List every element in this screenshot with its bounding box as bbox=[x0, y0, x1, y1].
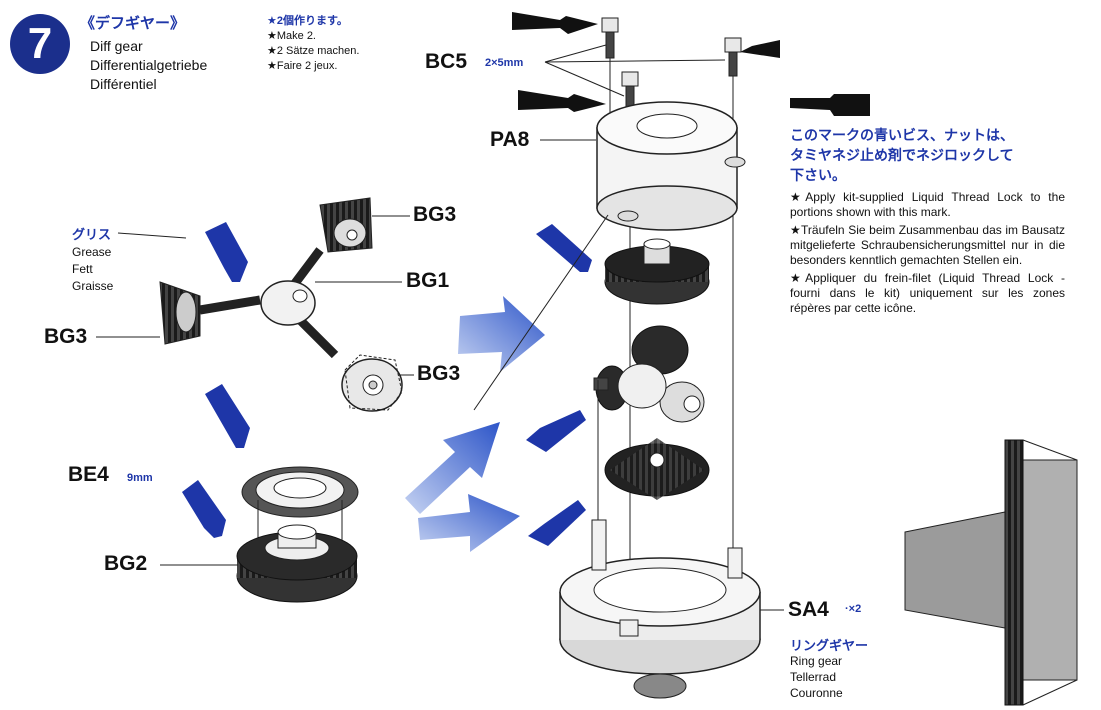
pa8-housing bbox=[596, 101, 746, 231]
thread-lock-instructions: ★Apply kit-supplied Liquid Thread Lock t… bbox=[790, 190, 1065, 319]
grease-label-translations: Grease Fett Graisse bbox=[72, 244, 113, 295]
part-qty-sa4: ·×2 bbox=[845, 603, 862, 615]
thread-lock-instruction-ja: このマークの青いビス、ナットは、 タミヤネジ止め剤でネジロックして 下さい。 bbox=[790, 125, 1090, 185]
part-label-bg1: BG1 bbox=[406, 269, 450, 292]
title-en: Diff gear bbox=[90, 38, 143, 54]
part-label-sa4: SA4 bbox=[788, 598, 829, 621]
part-label-bg2: BG2 bbox=[104, 552, 148, 575]
part-label-bg3-top: BG3 bbox=[413, 203, 457, 226]
thread-lock-note-de: ★Träufeln Sie beim Zusammenbau das im Ba… bbox=[790, 223, 1065, 267]
sa4-ring-gear-case bbox=[559, 519, 761, 699]
ring-gear-en: Ring gear bbox=[790, 654, 843, 668]
title-de: Differentialgetriebe bbox=[90, 57, 208, 73]
grease-fr: Graisse bbox=[72, 279, 114, 293]
bg3-top-gear bbox=[319, 197, 373, 253]
part-size-be4: 9mm bbox=[127, 472, 153, 484]
grease-label-ja: グリス bbox=[72, 227, 112, 242]
part-label-bg3-bottom: BG3 bbox=[417, 362, 461, 385]
cross-shaft-assembly bbox=[199, 247, 339, 359]
ring-gear-closeup bbox=[904, 439, 1078, 706]
thread-lock-ja-line: タミヤネジ止め剤でネジロックして bbox=[790, 147, 1014, 163]
make-note-ja: ★2個作ります。 bbox=[267, 15, 348, 27]
title-translations: Diff gear Differentialgetriebe Différent… bbox=[90, 37, 207, 94]
title-japanese: 《デフギヤー》 bbox=[80, 15, 186, 32]
make-note-en: ★Make 2. bbox=[267, 30, 316, 42]
ring-gear-de: Tellerrad bbox=[790, 670, 837, 684]
title-fr: Différentiel bbox=[90, 76, 157, 92]
ring-gear-label-ja: リングギヤー bbox=[790, 638, 869, 653]
thread-lock-ja-line: このマークの青いビス、ナットは、 bbox=[790, 127, 1014, 143]
part-label-bg3-left: BG3 bbox=[44, 325, 88, 348]
ring-gear-fr: Couronne bbox=[790, 686, 843, 700]
be4-washer bbox=[241, 466, 359, 518]
part-size-bc5: 2×5mm bbox=[485, 57, 524, 69]
thread-lock-tube-icon bbox=[512, 12, 870, 116]
part-label-be4: BE4 bbox=[68, 463, 109, 486]
make-note-fr: ★Faire 2 jeux. bbox=[267, 60, 338, 72]
bg3-bottom-gear bbox=[341, 354, 403, 412]
thread-lock-ja-line: 下さい。 bbox=[790, 167, 846, 183]
make-note-de: ★2 Sätze machen. bbox=[267, 45, 360, 57]
part-label-pa8: PA8 bbox=[490, 128, 530, 151]
side-gear-top bbox=[604, 238, 710, 305]
label-leaders bbox=[96, 215, 414, 566]
assembly-arrow-icon bbox=[405, 296, 545, 552]
grease-de: Fett bbox=[72, 262, 93, 276]
part-label-bc5: BC5 bbox=[425, 50, 468, 73]
thread-lock-note-fr: ★Appliquer du frein-filet (Liquid Thread… bbox=[790, 271, 1065, 315]
grease-en: Grease bbox=[72, 245, 112, 259]
grease-tube-icon bbox=[182, 222, 250, 538]
thread-lock-note-en: ★Apply kit-supplied Liquid Thread Lock t… bbox=[790, 190, 1065, 219]
thread-lock-tube-icon bbox=[526, 224, 592, 546]
bg2-gear bbox=[236, 524, 358, 603]
side-gear-bottom bbox=[604, 438, 710, 500]
bc5-screw bbox=[601, 17, 742, 111]
ring-gear-translations: Ring gear Tellerrad Couronne bbox=[790, 653, 843, 701]
step-number-badge: 7 bbox=[10, 14, 70, 74]
bg3-left-gear bbox=[159, 281, 201, 345]
make-quantity-notes: ★2個作ります。 ★Make 2. ★2 Sätze machen. ★Fair… bbox=[267, 14, 359, 74]
pinion-gear-cluster bbox=[593, 325, 705, 423]
